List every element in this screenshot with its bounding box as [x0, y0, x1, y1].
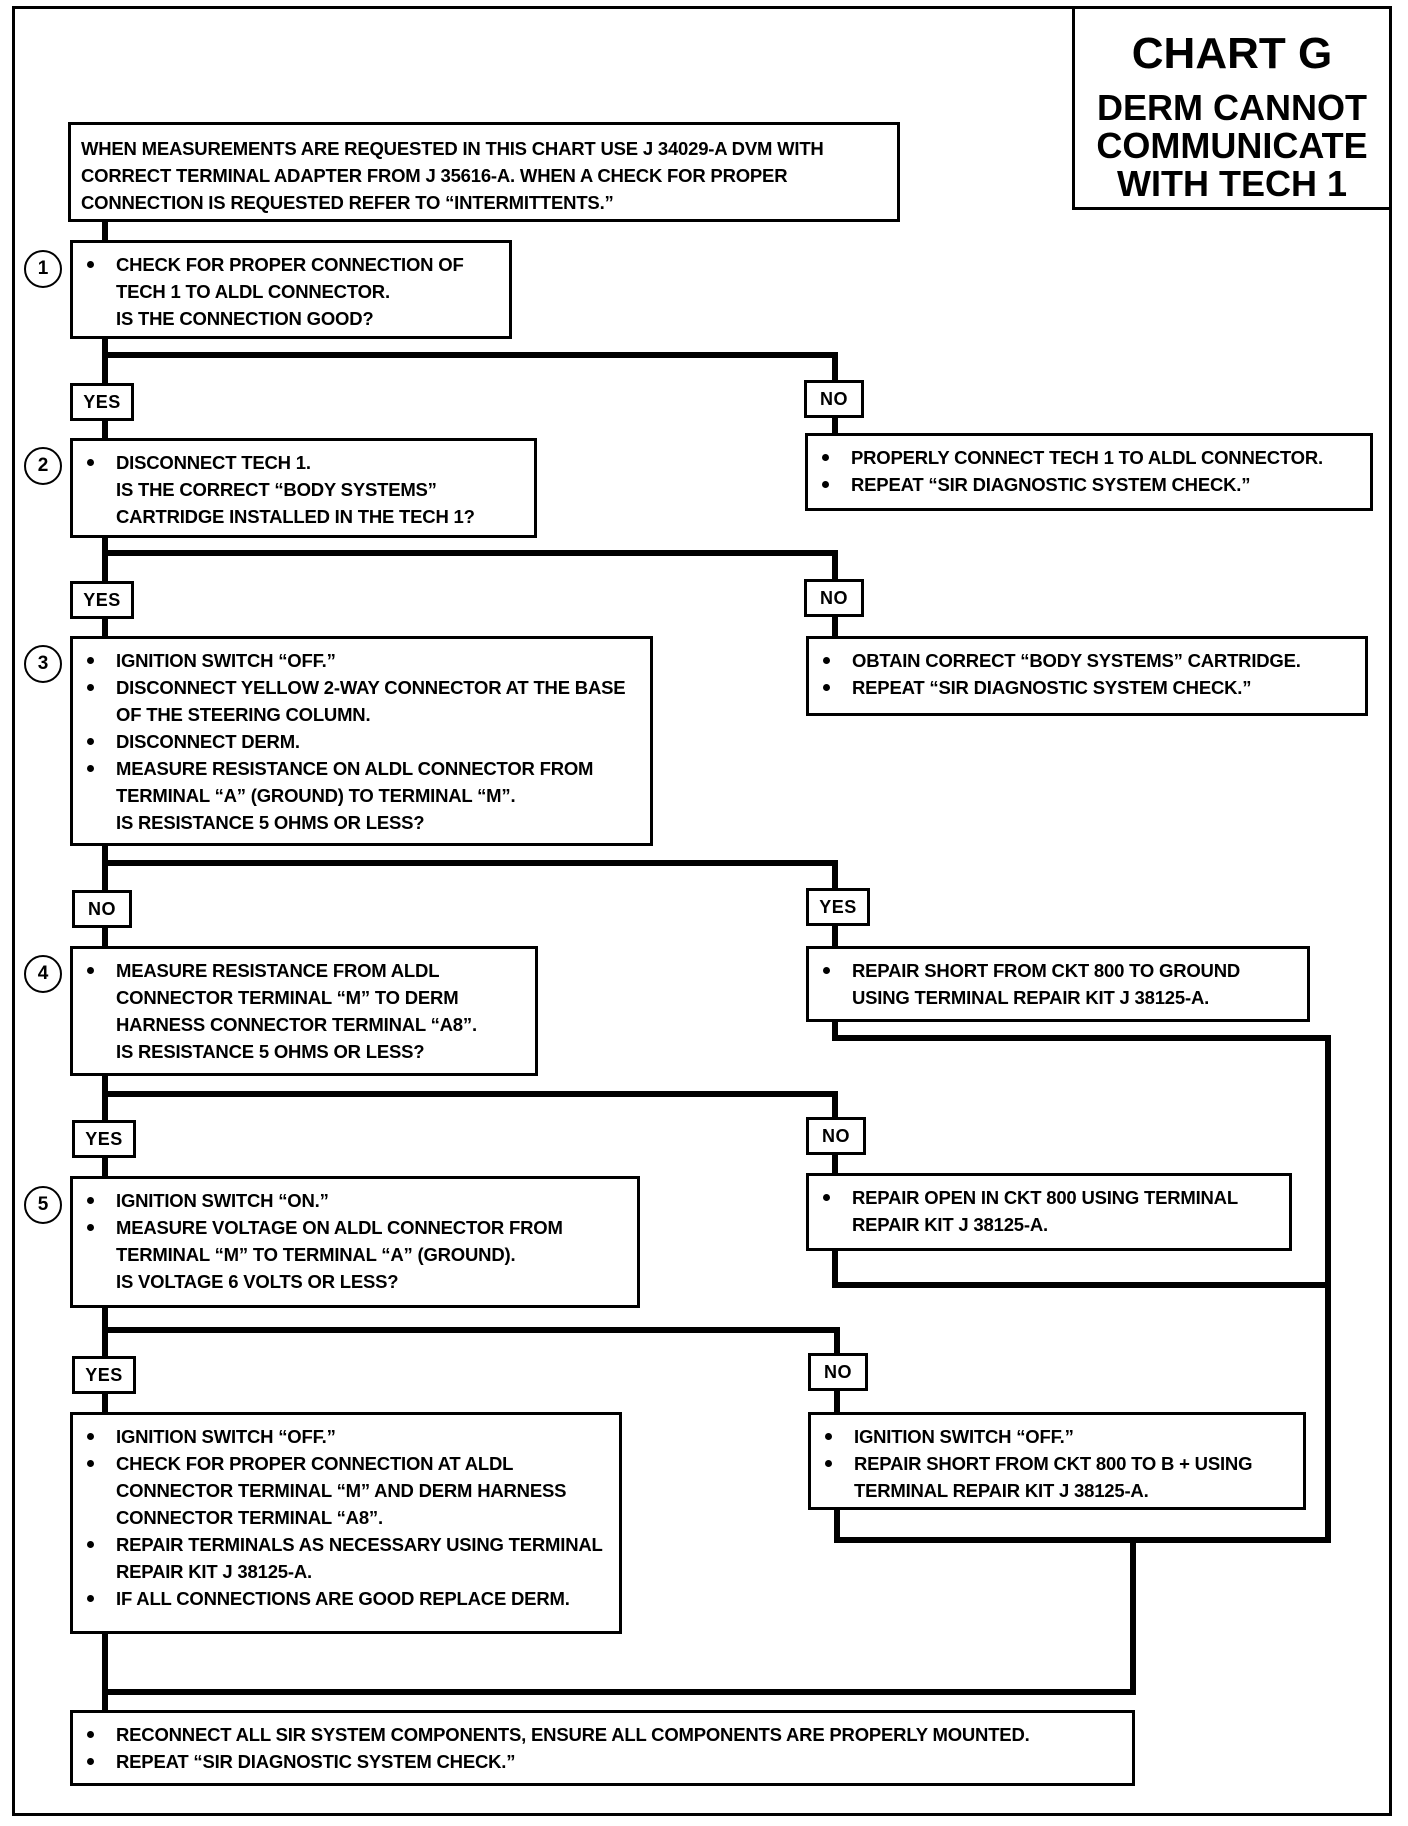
chart-title-line: WITH TECH 1 [1117, 163, 1347, 204]
final-action-box: RECONNECT ALL SIR SYSTEM COMPONENTS, ENS… [70, 1710, 1135, 1786]
final-item: RECONNECT ALL SIR SYSTEM COMPONENTS, ENS… [83, 1721, 1122, 1748]
action-box-repair-open: REPAIR OPEN IN CKT 800 USING TERMINAL RE… [806, 1173, 1292, 1251]
step-2-box: DISCONNECT TECH 1. IS THE CORRECT “BODY … [70, 438, 537, 538]
action-item: IGNITION SWITCH “OFF.” [83, 1423, 609, 1450]
intro-note: WHEN MEASUREMENTS ARE REQUESTED IN THIS … [68, 122, 900, 222]
action-box-repair-short-battery: IGNITION SWITCH “OFF.” REPAIR SHORT FROM… [808, 1412, 1306, 1510]
action-box-connect-tech1: PROPERLY CONNECT TECH 1 TO ALDL CONNECTO… [805, 433, 1373, 511]
branch-label-no: NO [72, 890, 132, 928]
step-number-2: 2 [24, 447, 62, 485]
step-3-item: DISCONNECT YELLOW 2-WAY CONNECTOR AT THE… [83, 674, 640, 728]
action-item: REPEAT “SIR DIAGNOSTIC SYSTEM CHECK.” [818, 471, 1360, 498]
action-item: PROPERLY CONNECT TECH 1 TO ALDL CONNECTO… [818, 444, 1360, 471]
action-item: REPAIR SHORT FROM CKT 800 TO GROUND USIN… [819, 957, 1297, 1011]
action-item: REPAIR OPEN IN CKT 800 USING TERMINAL RE… [819, 1184, 1279, 1238]
step-number-1: 1 [24, 250, 62, 288]
step-1-box: CHECK FOR PROPER CONNECTION OF TECH 1 TO… [70, 240, 512, 339]
step-4-question: IS RESISTANCE 5 OHMS OR LESS? [116, 1041, 425, 1062]
branch-label-yes: YES [70, 581, 134, 619]
action-item: IGNITION SWITCH “OFF.” [821, 1423, 1293, 1450]
step-3-box: IGNITION SWITCH “OFF.” DISCONNECT YELLOW… [70, 636, 653, 846]
action-item: REPAIR TERMINALS AS NECESSARY USING TERM… [83, 1531, 609, 1585]
branch-label-yes: YES [72, 1120, 136, 1158]
action-item: IF ALL CONNECTIONS ARE GOOD REPLACE DERM… [83, 1585, 609, 1612]
chart-title-line: COMMUNICATE [1096, 125, 1368, 166]
step-5-item: IGNITION SWITCH “ON.” [83, 1187, 627, 1214]
final-item: REPEAT “SIR DIAGNOSTIC SYSTEM CHECK.” [83, 1748, 1122, 1775]
chart-title-line: DERM CANNOT [1097, 87, 1367, 128]
step-3-item: DISCONNECT DERM. [83, 728, 640, 755]
step-number-5: 5 [24, 1186, 62, 1224]
branch-label-no: NO [804, 579, 864, 617]
step-1-item: CHECK FOR PROPER CONNECTION OF TECH 1 TO… [83, 251, 499, 305]
branch-label-yes: YES [806, 888, 870, 926]
step-2-item: DISCONNECT TECH 1. [83, 449, 524, 476]
step-number-4: 4 [24, 955, 62, 993]
action-item: REPEAT “SIR DIAGNOSTIC SYSTEM CHECK.” [819, 674, 1355, 701]
chart-title: DERM CANNOT COMMUNICATE WITH TECH 1 [1075, 89, 1389, 203]
chart-title-block: CHART G DERM CANNOT COMMUNICATE WITH TEC… [1072, 6, 1392, 210]
intro-text: WHEN MEASUREMENTS ARE REQUESTED IN THIS … [81, 138, 824, 213]
step-5-box: IGNITION SWITCH “ON.” MEASURE VOLTAGE ON… [70, 1176, 640, 1308]
action-item: CHECK FOR PROPER CONNECTION AT ALDL CONN… [83, 1450, 609, 1531]
action-box-repair-short-ground: REPAIR SHORT FROM CKT 800 TO GROUND USIN… [806, 946, 1310, 1022]
branch-label-no: NO [806, 1117, 866, 1155]
step-5-item: MEASURE VOLTAGE ON ALDL CONNECTOR FROM T… [83, 1214, 627, 1268]
page-frame [12, 6, 1392, 1816]
action-item: OBTAIN CORRECT “BODY SYSTEMS” CARTRIDGE. [819, 647, 1355, 674]
step-2-question: IS THE CORRECT “BODY SYSTEMS” CARTRIDGE … [116, 479, 475, 527]
step-3-item: IGNITION SWITCH “OFF.” [83, 647, 640, 674]
step-3-item: MEASURE RESISTANCE ON ALDL CONNECTOR FRO… [83, 755, 640, 809]
branch-label-yes: YES [70, 383, 134, 421]
branch-label-no: NO [808, 1353, 868, 1391]
step-number-3: 3 [24, 645, 62, 683]
step-4-item: MEASURE RESISTANCE FROM ALDL CONNECTOR T… [83, 957, 525, 1038]
action-box-obtain-cartridge: OBTAIN CORRECT “BODY SYSTEMS” CARTRIDGE.… [806, 636, 1368, 716]
step-1-question: IS THE CONNECTION GOOD? [116, 308, 374, 329]
action-box-check-connections: IGNITION SWITCH “OFF.” CHECK FOR PROPER … [70, 1412, 622, 1634]
branch-label-no: NO [804, 380, 864, 418]
step-5-question: IS VOLTAGE 6 VOLTS OR LESS? [116, 1271, 399, 1292]
branch-label-yes: YES [72, 1356, 136, 1394]
step-3-question: IS RESISTANCE 5 OHMS OR LESS? [116, 812, 425, 833]
action-item: REPAIR SHORT FROM CKT 800 TO B + USING T… [821, 1450, 1293, 1504]
step-4-box: MEASURE RESISTANCE FROM ALDL CONNECTOR T… [70, 946, 538, 1076]
chart-id: CHART G [1131, 29, 1333, 78]
